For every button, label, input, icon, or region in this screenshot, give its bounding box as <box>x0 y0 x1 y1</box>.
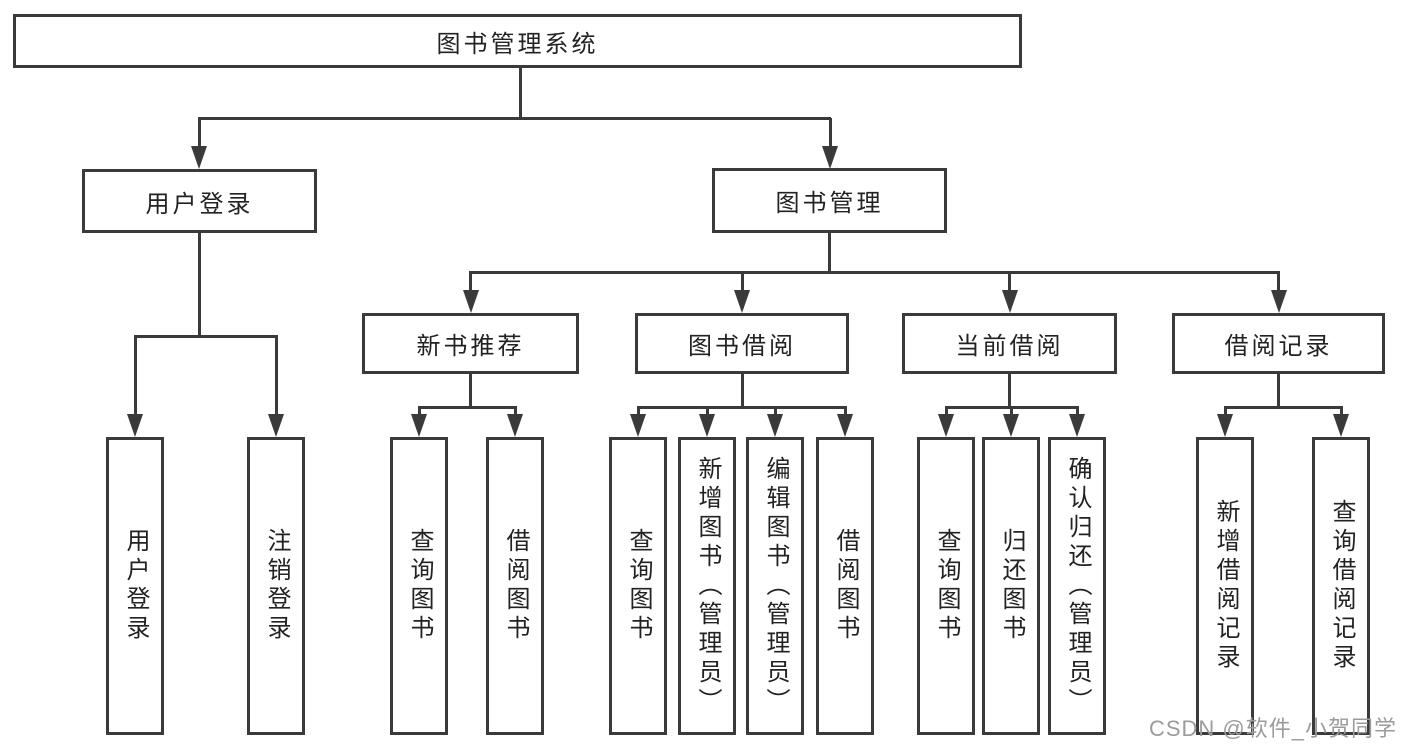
node-user-login: 用户登录 <box>82 169 317 233</box>
leaf-add-borrow-record-label: 新增借阅记录 <box>1212 499 1239 673</box>
leaf-borrow-books-recommend: 借阅图书 <box>486 437 544 735</box>
node-borrowing-records-label: 借阅记录 <box>1224 333 1333 360</box>
connector-book-borrowing-stem <box>740 374 744 407</box>
connector-new-book-stem <box>469 374 472 407</box>
node-current-borrowing-label: 当前借阅 <box>955 333 1064 360</box>
connector-arrow-add-books-admin <box>699 407 715 437</box>
leaf-add-books-admin-label: 新增图书（管理员） <box>694 455 721 717</box>
node-book-management: 图书管理 <box>712 168 947 233</box>
node-library-system-label: 图书管理系统 <box>436 30 599 58</box>
connector-arrow-leaf-user-login <box>127 336 143 437</box>
leaf-confirm-return-admin: 确认归还（管理员） <box>1048 437 1106 735</box>
node-new-book-recommend: 新书推荐 <box>362 313 579 374</box>
leaf-query-books-recommend: 查询图书 <box>390 437 448 735</box>
node-new-book-recommend-label: 新书推荐 <box>416 333 525 360</box>
connector-root-bar <box>197 116 831 120</box>
leaf-edit-books-admin-label: 编辑图书（管理员） <box>762 455 789 717</box>
node-book-borrowing: 图书借阅 <box>635 313 849 374</box>
connector-arrow-new-book-recommend <box>462 272 479 313</box>
connector-arrow-user-login <box>191 118 207 169</box>
leaf-borrow-books-label: 借阅图书 <box>832 528 859 644</box>
connector-arrow-book-management <box>822 118 838 169</box>
connector-user-login-bar <box>133 334 278 338</box>
connector-arrow-query-books-current <box>938 407 954 437</box>
leaf-add-books-admin: 新增图书（管理员） <box>678 437 736 735</box>
leaf-logout: 注销登录 <box>247 437 305 735</box>
node-borrowing-records: 借阅记录 <box>1172 313 1385 374</box>
leaf-query-books-recommend-label: 查询图书 <box>406 528 433 644</box>
leaf-borrow-books-recommend-label: 借阅图书 <box>502 528 529 644</box>
leaf-return-books-label: 归还图书 <box>998 528 1025 644</box>
connector-new-book-bar <box>417 405 517 409</box>
connector-current-borrowing-stem <box>1008 374 1011 407</box>
connector-borrowing-records-bar <box>1223 405 1343 409</box>
leaf-user-login-label: 用户登录 <box>122 528 149 644</box>
connector-arrow-query-borrow-record <box>1333 407 1349 437</box>
connector-arrow-borrowing-records <box>1270 272 1287 313</box>
connector-arrow-return-books <box>1003 407 1019 437</box>
connector-arrow-query-books-borrowing <box>630 407 646 437</box>
node-library-system: 图书管理系统 <box>13 14 1022 68</box>
connector-borrowing-records-stem <box>1277 374 1280 407</box>
connector-arrow-add-borrow-record <box>1217 407 1233 437</box>
connector-book-borrowing-bar <box>636 405 847 409</box>
connector-arrow-current-borrowing <box>1001 272 1018 313</box>
leaf-add-borrow-record: 新增借阅记录 <box>1196 437 1254 735</box>
connector-user-login-stem <box>198 233 201 336</box>
watermark: CSDN @软件_小贺同学 <box>1148 716 1397 741</box>
leaf-query-books-borrowing: 查询图书 <box>609 437 667 735</box>
connector-arrow-query-books-recommend <box>411 407 427 437</box>
leaf-query-books-borrowing-label: 查询图书 <box>625 528 652 644</box>
leaf-query-borrow-record-label: 查询借阅记录 <box>1328 499 1355 673</box>
connector-root-stem <box>519 68 522 118</box>
leaf-confirm-return-admin-label: 确认归还（管理员） <box>1064 455 1091 717</box>
connector-arrow-edit-books-admin <box>767 407 783 437</box>
leaf-borrow-books: 借阅图书 <box>816 437 874 735</box>
leaf-user-login: 用户登录 <box>106 437 164 735</box>
node-book-management-label: 图书管理 <box>775 190 884 217</box>
node-current-borrowing: 当前借阅 <box>902 313 1117 374</box>
connector-arrow-leaf-logout <box>268 336 284 437</box>
leaf-return-books: 归还图书 <box>982 437 1040 735</box>
leaf-query-books-current-label: 查询图书 <box>933 528 960 644</box>
leaf-edit-books-admin: 编辑图书（管理员） <box>746 437 804 735</box>
leaf-logout-label: 注销登录 <box>263 528 290 644</box>
leaf-query-borrow-record: 查询借阅记录 <box>1312 437 1370 735</box>
connector-book-management-bar <box>469 270 1280 274</box>
connector-arrow-confirm-return-admin <box>1069 407 1085 437</box>
connector-book-management-stem <box>828 233 831 273</box>
leaf-query-books-current: 查询图书 <box>917 437 975 735</box>
connector-arrow-book-borrowing <box>734 272 750 313</box>
connector-arrow-borrow-books <box>837 407 853 437</box>
node-book-borrowing-label: 图书借阅 <box>688 333 796 360</box>
node-user-login-label: 用户登录 <box>145 190 254 218</box>
connector-arrow-borrow-books-recommend <box>507 407 523 437</box>
